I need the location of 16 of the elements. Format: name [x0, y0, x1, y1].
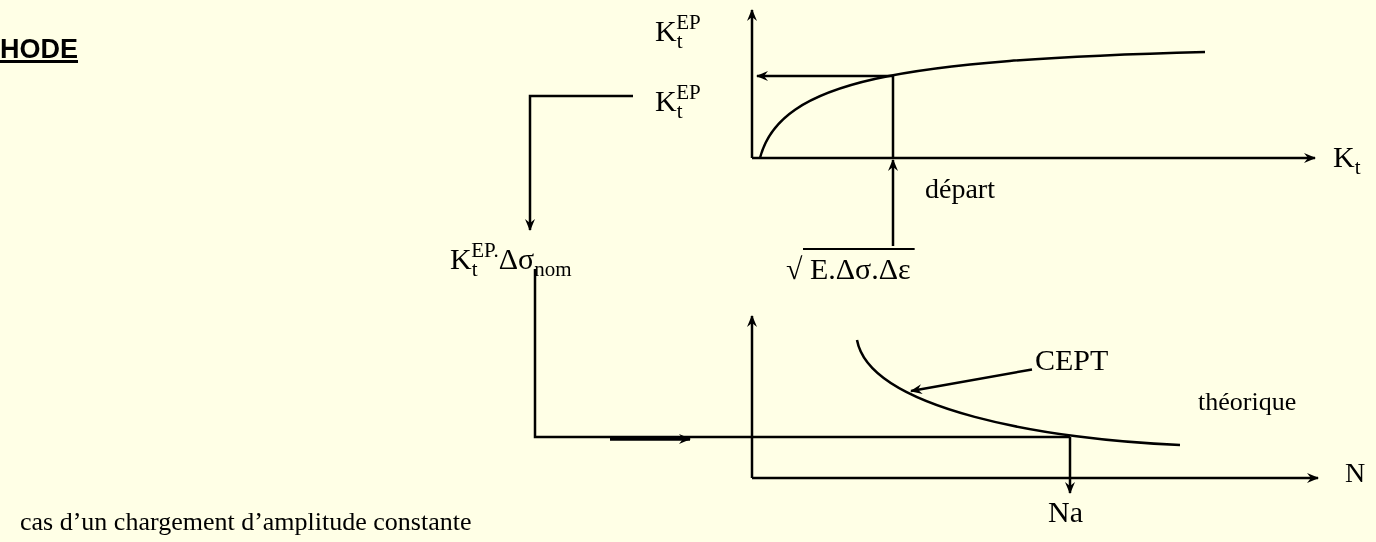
axis-label: K$_{t}$: [1333, 140, 1361, 173]
value-label: Na: [1048, 495, 1083, 528]
annotation: départ: [925, 174, 995, 205]
arrow: [888, 159, 898, 246]
arrow: [1065, 437, 1075, 494]
curve-label: théorique: [1198, 388, 1297, 417]
axis-label: N: [1345, 458, 1366, 489]
caption: cas d’un chargement d’amplitude constante: [20, 508, 472, 537]
formula: K$_{t}$$^{EP.}$Δσ$_{nom}$: [450, 242, 572, 275]
curve: [855, 339, 1181, 447]
curve-label: CEPT: [1035, 343, 1109, 376]
curve: [758, 50, 1206, 159]
arrow: [525, 94, 633, 231]
formula: √ E.Δσ.Δε: [786, 252, 911, 285]
arrow: [910, 368, 1033, 394]
heading: HODE: [0, 34, 78, 65]
